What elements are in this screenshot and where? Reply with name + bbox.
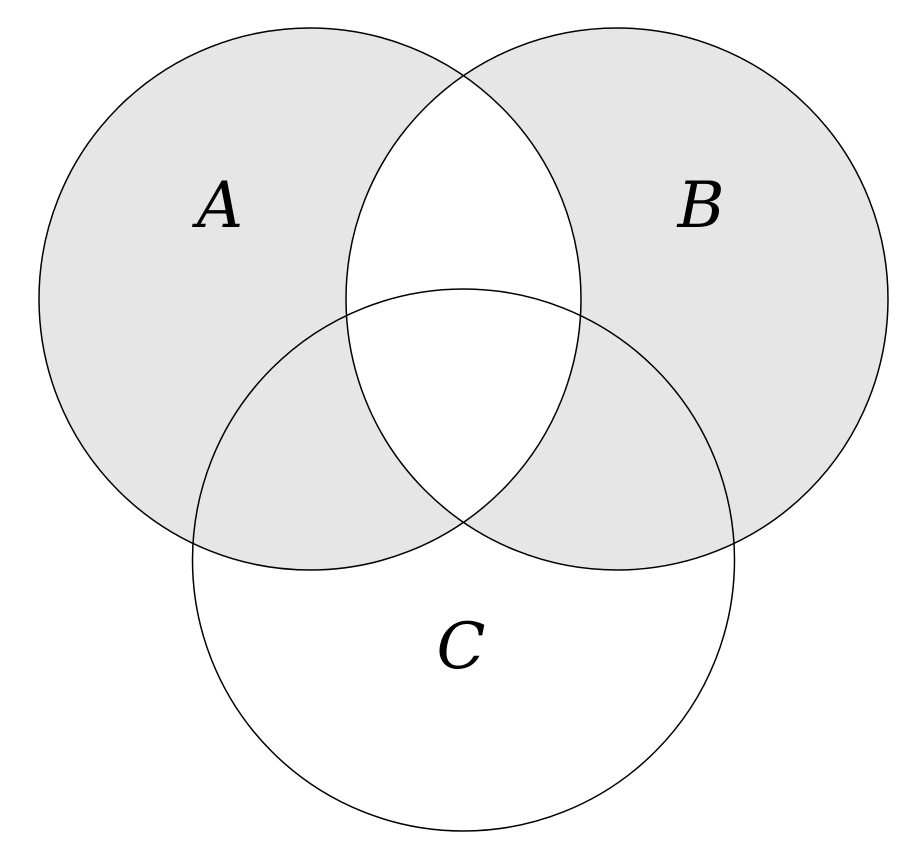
circle-b-outline <box>345 27 889 571</box>
circle-a-outline <box>38 27 582 571</box>
label-set-a: A <box>192 169 243 243</box>
shaded-region-a-xor-b <box>38 27 888 571</box>
label-set-b: B <box>676 169 724 243</box>
label-set-c: C <box>437 610 486 684</box>
circle-c-outline <box>191 288 736 832</box>
